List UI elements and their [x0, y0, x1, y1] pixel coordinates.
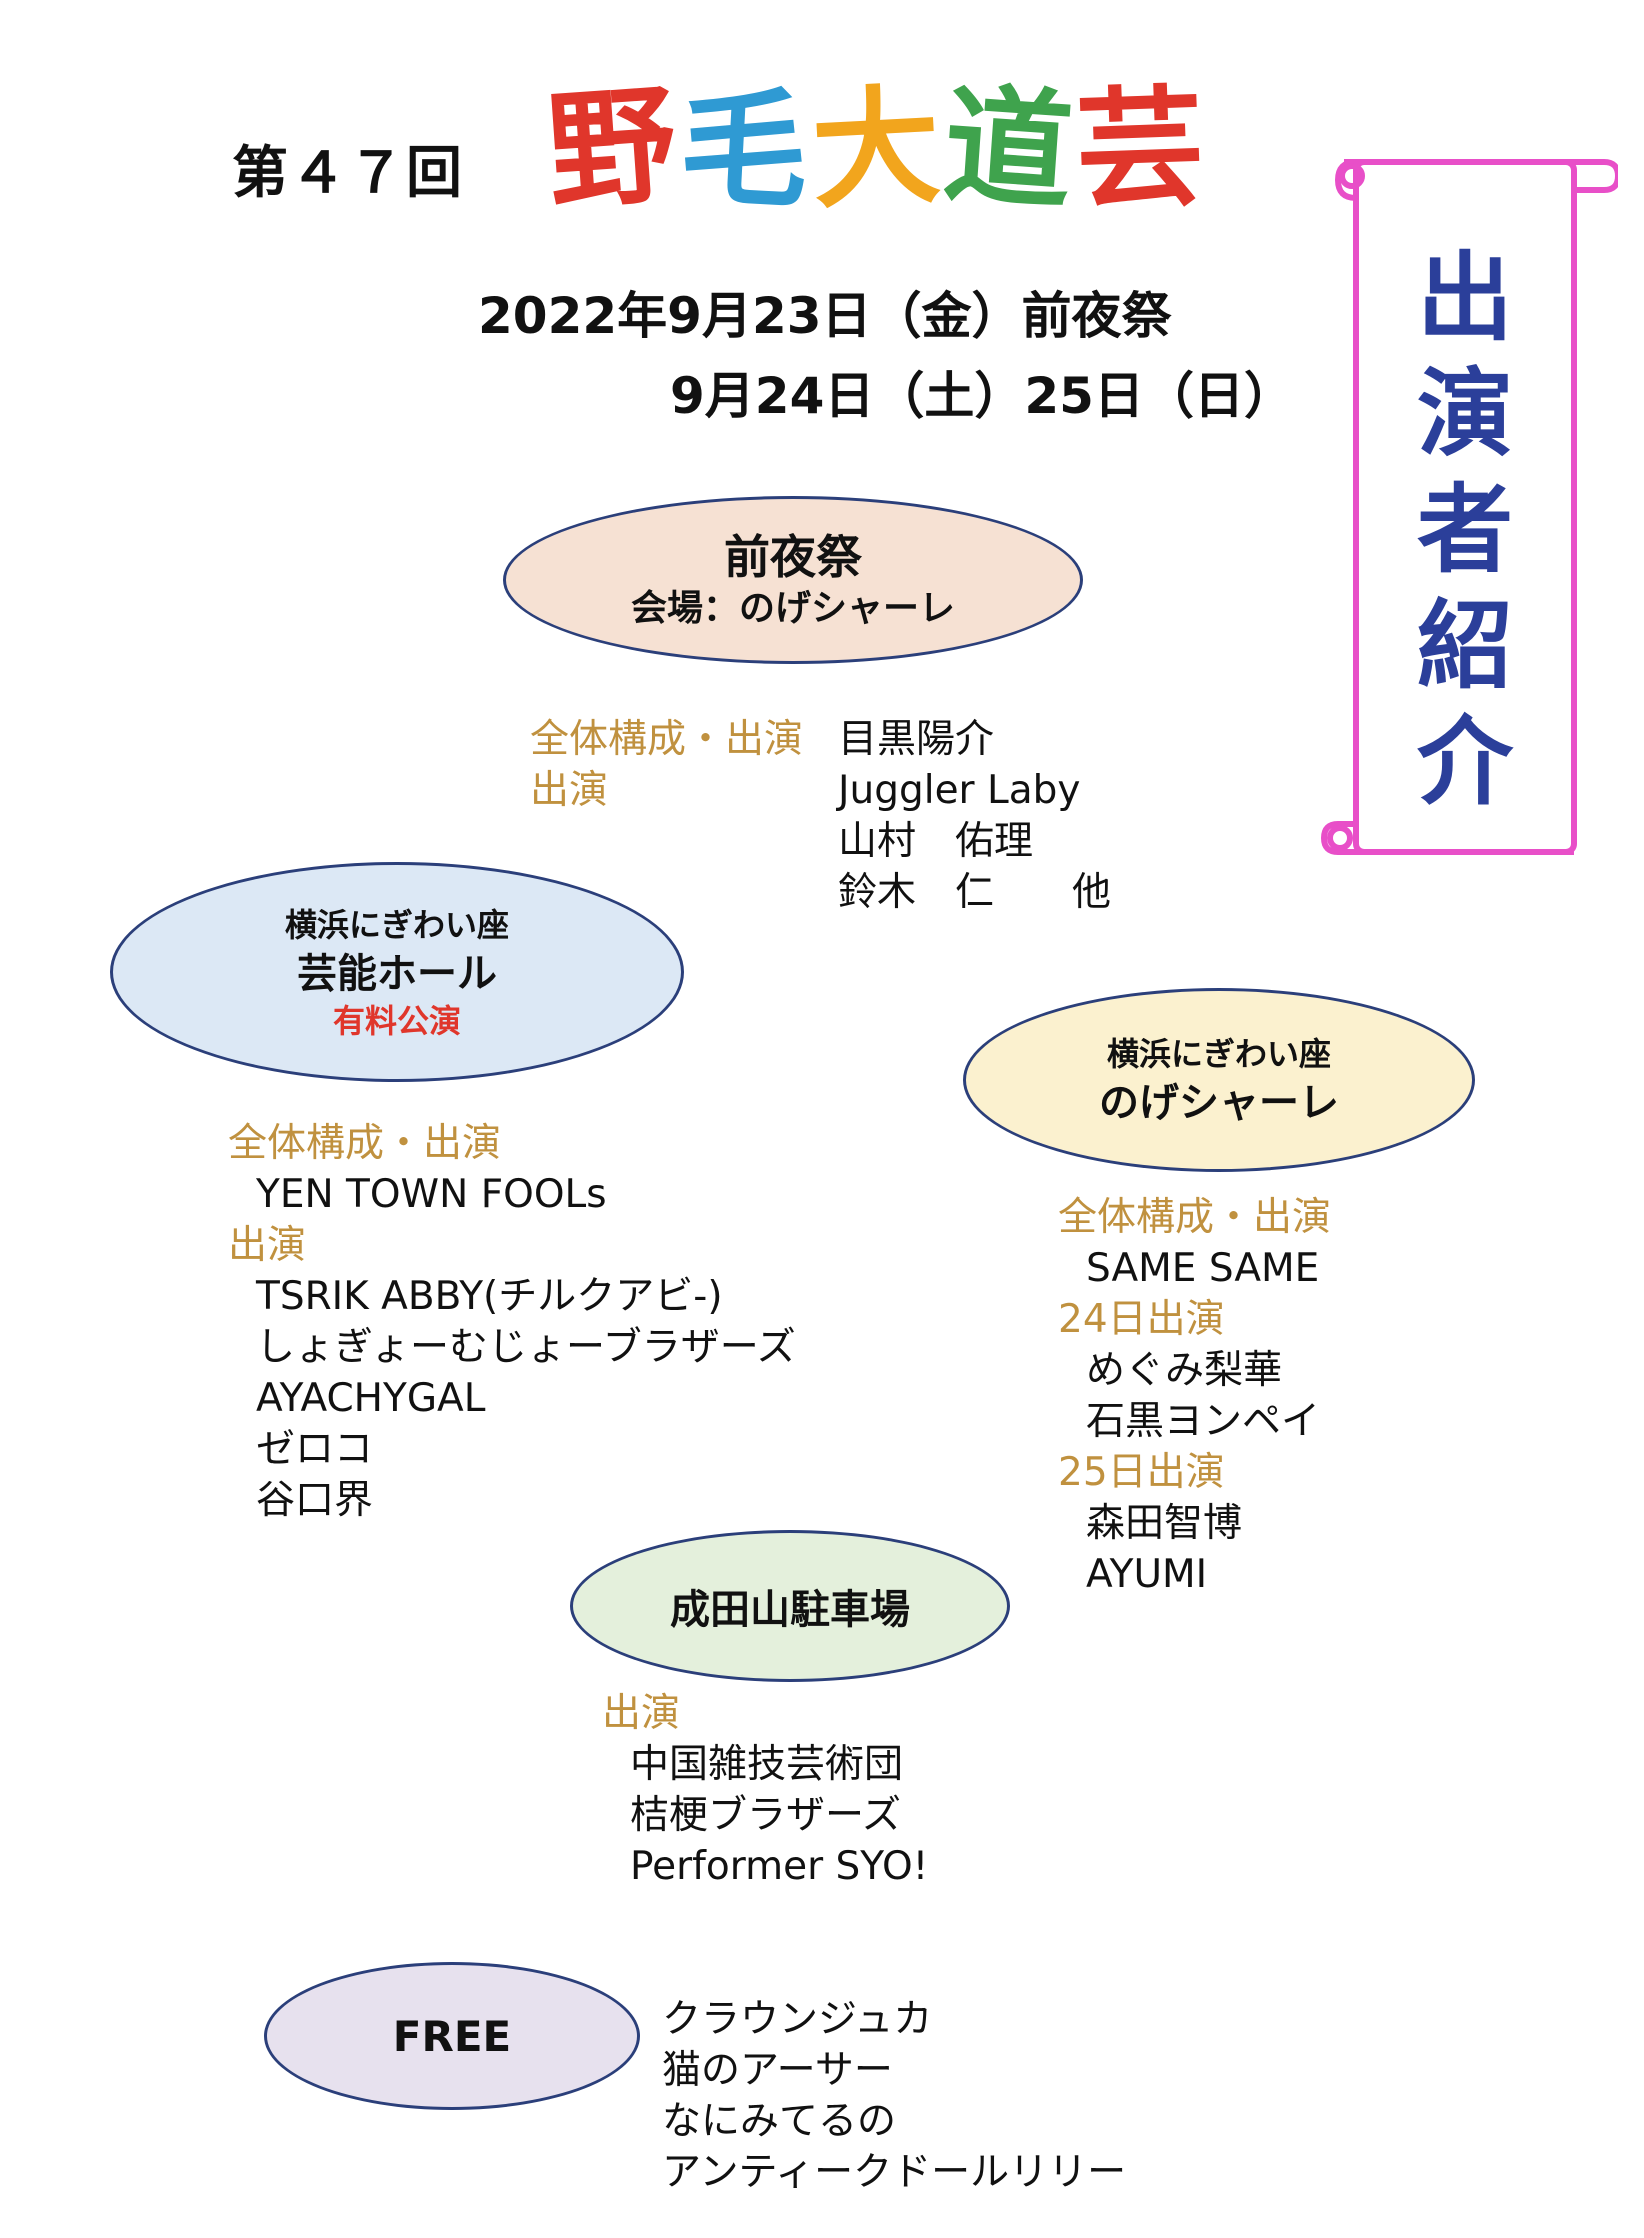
performer-name: 中国雑技芸術団 [630, 1742, 904, 1787]
logo-char: 野 [542, 70, 682, 229]
scroll-banner: 出 演 者 紹 介 [1318, 140, 1622, 880]
performer-name: 猫のアーサー [662, 2048, 893, 2093]
logo: 野 毛 大 道 芸 [543, 71, 1207, 229]
zenyasai-title: 前夜祭 [724, 530, 862, 584]
zenyasai-venue: 会場：のげシャーレ [630, 588, 955, 629]
narita-list: 出演 中国雑技芸術団 桔梗ブラザーズ Performer SYO! [602, 1688, 928, 1892]
edition-label: 第４７回 [232, 141, 464, 206]
role-label: 全体構成・出演 [1058, 1195, 1332, 1240]
performer-name: 石黒ヨンペイ [1086, 1399, 1321, 1444]
role-label: 全体構成・出演 [530, 717, 804, 762]
scroll-char: 演 [1417, 358, 1513, 470]
date-line-2: 9月24日（土）25日（日） [670, 367, 1294, 425]
hall-line2: 芸能ホール [297, 951, 497, 997]
performer-name: YEN TOWN FOOLs [256, 1172, 607, 1217]
date-line-1: 2022年9月23日（金）前夜祭 [478, 287, 1172, 345]
scroll-char: 介 [1417, 706, 1513, 818]
performer-name: 目黒陽介 [838, 717, 995, 762]
noge-list: 全体構成・出演 SAME SAME 24日出演 めぐみ梨華 石黒ヨンペイ 25日… [1058, 1192, 1331, 1600]
performer-name: しょぎょーむじょーブラザーズ [256, 1325, 796, 1370]
narita-ellipse: 成田山駐車場 [570, 1530, 1010, 1682]
performer-name: アンティークドールリリー [662, 2150, 1127, 2195]
logo-char: 道 [939, 70, 1078, 229]
hall-ellipse: 横浜にぎわい座 芸能ホール 有料公演 [110, 862, 684, 1082]
performer-name: めぐみ梨華 [1086, 1348, 1283, 1393]
free-title: FREE [392, 2011, 512, 2061]
role-label: 出演 [602, 1691, 681, 1736]
performer-name: 桔梗ブラザーズ [630, 1793, 902, 1838]
role-label: 出演 [530, 768, 609, 813]
performer-name: AYUMI [1086, 1552, 1208, 1597]
hall-list: 全体構成・出演 YEN TOWN FOOLs 出演 TSRIK ABBY(チルク… [228, 1118, 796, 1526]
role-label: 出演 [228, 1223, 307, 1268]
free-list: クラウンジュカ 猫のアーサー なにみてるの アンティークドールリリー [662, 1994, 1126, 2198]
performer-name: 谷口界 [256, 1478, 374, 1523]
performer-name: ゼロコ [256, 1427, 374, 1472]
logo-char: 毛 [676, 71, 812, 228]
noge-ellipse: 横浜にぎわい座 のげシャーレ [963, 988, 1475, 1172]
narita-title: 成田山駐車場 [670, 1587, 910, 1633]
performer-name: SAME SAME [1086, 1246, 1320, 1291]
scroll-title: 出 演 者 紹 介 [1356, 240, 1574, 820]
scroll-char: 出 [1417, 242, 1513, 354]
paid-label: 有料公演 [332, 1002, 461, 1040]
day-label: 24日出演 [1058, 1297, 1225, 1342]
zenyasai-roles: 全体構成・出演 出演 [530, 714, 803, 816]
scroll-char: 紹 [1417, 590, 1513, 702]
zenyasai-performers: 目黒陽介 Juggler Laby 山村 佑理 鈴木 仁 他 [838, 714, 1111, 918]
performer-name: Juggler Laby [838, 768, 1081, 813]
noge-line1: 横浜にぎわい座 [1106, 1035, 1331, 1073]
performer-name: 森田智博 [1086, 1501, 1243, 1546]
logo-char: 芸 [1073, 72, 1207, 227]
performer-name: AYACHYGAL [256, 1376, 486, 1421]
free-ellipse: FREE [264, 1962, 640, 2110]
performer-name: Performer SYO! [630, 1844, 929, 1889]
performer-name: 山村 佑理 [838, 819, 1034, 864]
performer-name: TSRIK ABBY(チルクアビ-) [256, 1274, 723, 1319]
logo-char: 大 [808, 71, 944, 228]
day-label: 25日出演 [1058, 1450, 1225, 1495]
performer-name: クラウンジュカ [662, 1997, 933, 2042]
hall-line1: 横浜にぎわい座 [284, 906, 509, 944]
performer-name: 鈴木 仁 他 [838, 870, 1112, 915]
noge-line2: のげシャーレ [1099, 1080, 1339, 1126]
performer-name: なにみてるの [662, 2099, 897, 2144]
role-label: 全体構成・出演 [228, 1121, 502, 1166]
scroll-char: 者 [1417, 474, 1513, 586]
zenyasai-ellipse: 前夜祭 会場：のげシャーレ [503, 496, 1083, 664]
